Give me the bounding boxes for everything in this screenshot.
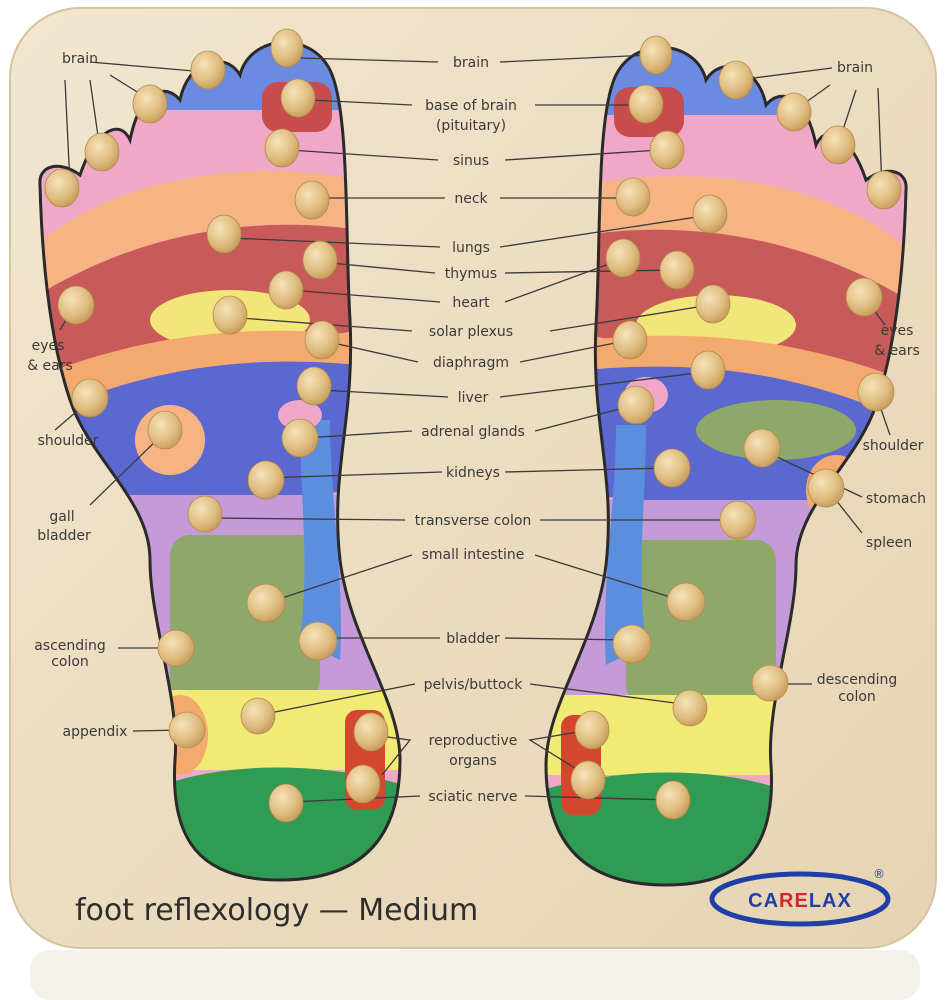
label-right-brain: brain xyxy=(837,60,873,76)
label-right-ears: & ears xyxy=(874,343,920,359)
label-stomach: stomach xyxy=(866,491,926,507)
brand-logo-text: CARELAX xyxy=(748,890,852,912)
brand-part-3: LAX xyxy=(809,890,852,912)
label-liver: liver xyxy=(458,390,489,406)
brand-logo: CARELAX ® xyxy=(709,867,891,927)
center-labels: brain base of brain (pituitary) sinus ne… xyxy=(415,55,532,805)
label-solar-plexus: solar plexus xyxy=(429,324,513,340)
label-small-intestine: small intestine xyxy=(422,547,525,563)
label-left-brain: brain xyxy=(62,51,98,67)
label-bladder: bladder xyxy=(446,631,500,647)
brand-logo-ring xyxy=(709,871,891,927)
label-left-eyes: eyes xyxy=(32,338,65,354)
label-thymus: thymus xyxy=(445,266,497,282)
brand-part-2: RE xyxy=(779,890,809,912)
label-left-ears: & ears xyxy=(27,358,73,374)
left-labels: brain eyes & ears shoulder gall bladder … xyxy=(27,51,127,740)
label-lungs: lungs xyxy=(452,240,490,256)
label-pelvis-buttock: pelvis/buttock xyxy=(424,677,524,693)
right-foot-outline xyxy=(544,45,908,887)
label-descending: descending xyxy=(817,672,898,688)
label-ascending-colon: colon xyxy=(51,654,89,670)
label-descending-colon: colon xyxy=(838,689,876,705)
label-gall: gall xyxy=(49,509,74,525)
brand-part-1: CA xyxy=(748,890,779,912)
board-title: foot reflexology — Medium xyxy=(75,893,478,928)
wooden-pegs xyxy=(44,28,902,823)
label-kidneys: kidneys xyxy=(446,465,500,481)
label-base-of-brain: base of brain xyxy=(425,98,517,114)
label-appendix: appendix xyxy=(63,724,128,740)
label-adrenal-glands: adrenal glands xyxy=(421,424,525,440)
label-reproductive: reproductive xyxy=(429,733,518,749)
label-right-shoulder: shoulder xyxy=(863,438,924,454)
right-labels: brain eyes & ears shoulder stomach splee… xyxy=(817,60,926,705)
label-left-shoulder: shoulder xyxy=(38,433,99,449)
label-right-eyes: eyes xyxy=(881,323,914,339)
label-brain: brain xyxy=(453,55,489,71)
label-diaphragm: diaphragm xyxy=(433,355,509,371)
left-foot-outline xyxy=(38,40,402,882)
label-pituitary: (pituitary) xyxy=(436,118,506,134)
label-gall-bladder: bladder xyxy=(37,528,91,544)
board-reflection xyxy=(30,950,920,1000)
registered-mark: ® xyxy=(873,867,885,881)
label-sciatic-nerve: sciatic nerve xyxy=(428,789,517,805)
label-heart: heart xyxy=(452,295,490,311)
label-ascending: ascending xyxy=(34,638,106,654)
label-sinus: sinus xyxy=(453,153,489,169)
label-neck: neck xyxy=(454,191,488,207)
label-transverse-colon: transverse colon xyxy=(415,513,532,529)
label-organs: organs xyxy=(449,753,497,769)
label-spleen: spleen xyxy=(866,535,912,551)
